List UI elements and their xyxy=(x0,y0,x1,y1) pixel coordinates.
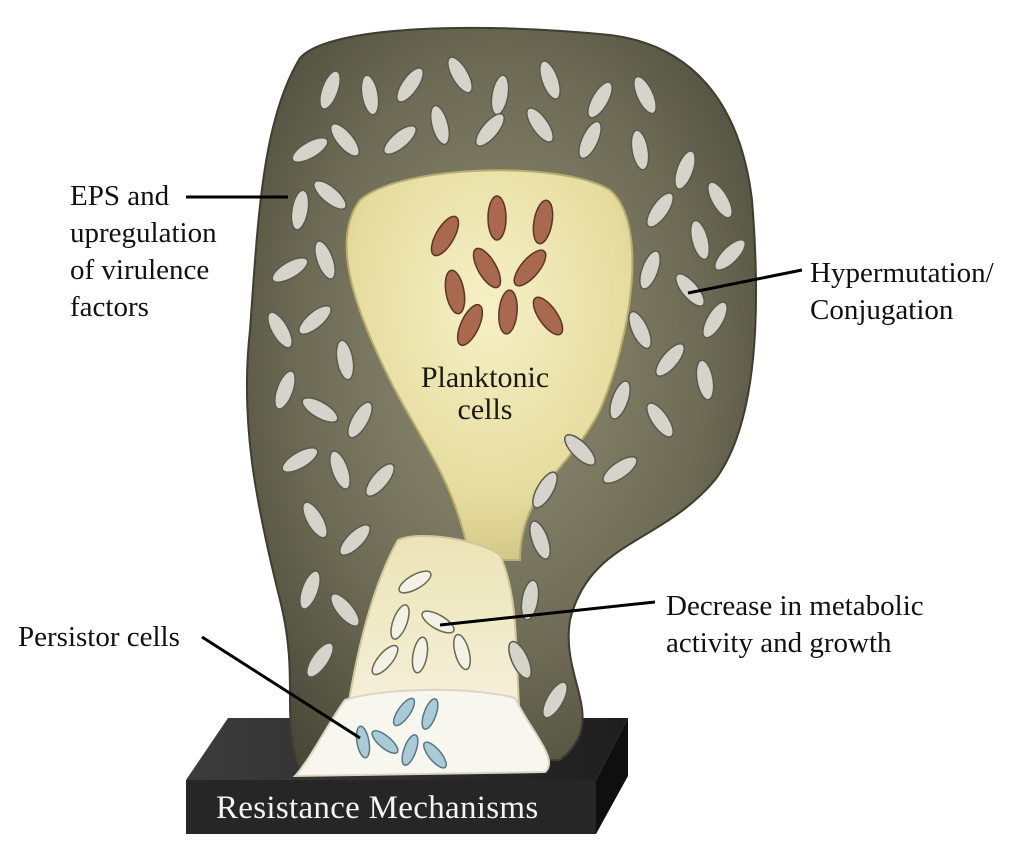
decrease-label: Decrease in metabolic activity and growt… xyxy=(666,588,924,662)
persistor-label: Persistor cells xyxy=(18,619,180,656)
low-metabolism-cells xyxy=(371,570,471,676)
eps-label-line-3: of virulence xyxy=(70,254,210,287)
persistor-cells xyxy=(355,697,448,769)
planktonic-label: Planktonic cells xyxy=(415,362,555,425)
eps-label-line-4: factors xyxy=(70,291,149,324)
biofilm-cells xyxy=(267,56,746,719)
planktonic-cell-cluster xyxy=(430,195,564,347)
eps-label: EPS and upregulation of virulence factor… xyxy=(70,178,217,326)
decrease-label-line-2: activity and growth xyxy=(666,627,892,660)
hypermutation-pointer-line xyxy=(687,268,803,295)
base-label: Resistance Mechanisms xyxy=(216,790,539,826)
decrease-pointer-line xyxy=(439,600,656,627)
eps-label-line-2: upregulation xyxy=(70,217,217,250)
persistor-label-text: Persistor cells xyxy=(18,621,180,653)
decrease-label-line-1: Decrease in metabolic xyxy=(666,590,924,622)
persistor-zone xyxy=(292,688,551,778)
eps-label-line-1: EPS and xyxy=(70,180,170,212)
planktonic-label-line-2: cells xyxy=(457,392,513,426)
planktonic-label-line-1: Planktonic xyxy=(420,361,550,394)
hypermutation-label: Hypermutation/ Conjugation xyxy=(810,255,994,329)
hypermutation-label-line-1: Hypermutation/ xyxy=(810,257,994,289)
hypermutation-label-line-2: Conjugation xyxy=(810,294,954,327)
persistor-pointer-line xyxy=(201,635,361,740)
planktonic-chamber xyxy=(345,169,634,561)
